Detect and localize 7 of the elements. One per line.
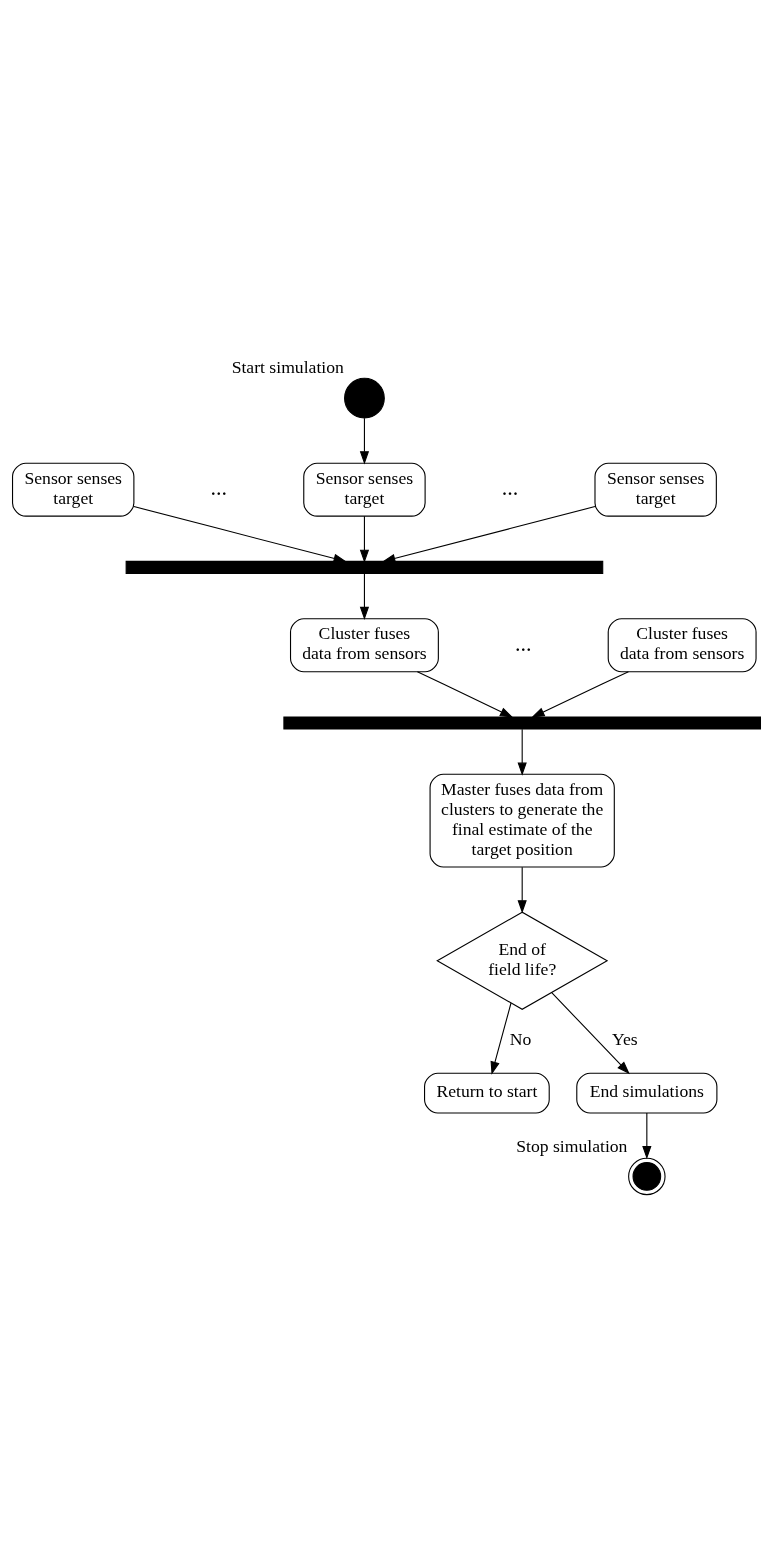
node-label: Start simulation	[231, 356, 344, 377]
label: ...	[210, 474, 228, 500]
node-label: Stop simulation	[516, 1135, 628, 1156]
edge-label: No	[509, 1028, 532, 1049]
label: ...	[501, 474, 519, 500]
edge-label: Yes	[611, 1028, 638, 1049]
label: ...	[515, 630, 532, 656]
